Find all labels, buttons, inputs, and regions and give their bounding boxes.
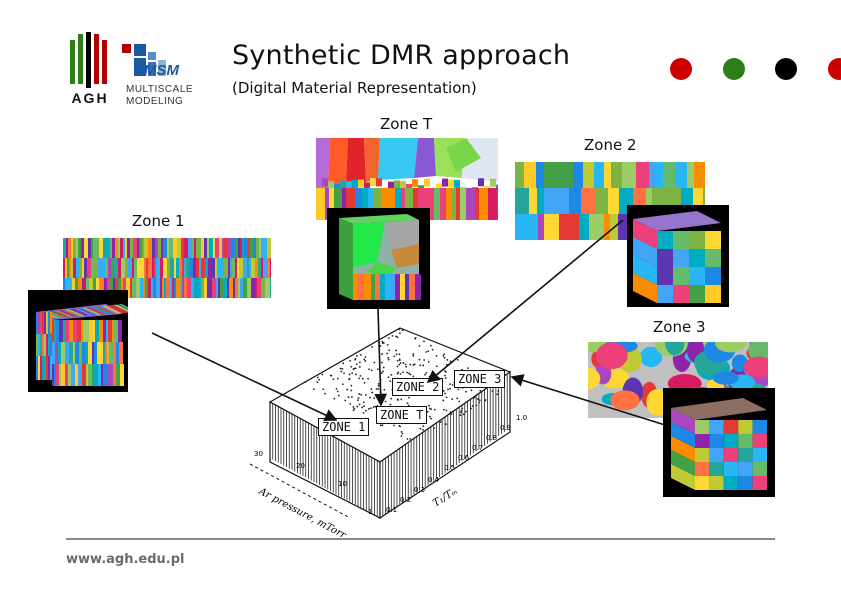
agh-logo: AGH [66, 32, 114, 108]
diagram-label-zone-t: ZONE T [376, 406, 428, 424]
arrow-zone-3 [510, 374, 666, 426]
pressure-tick-20: 20 [296, 462, 305, 470]
agh-logo-mark [70, 32, 107, 88]
red-dot-partial [828, 58, 841, 80]
temp-tick-0.4: 0.4 [428, 476, 440, 484]
page-title: Synthetic DMR approach [232, 40, 571, 71]
temp-tick-0.8: 0.8 [486, 434, 498, 442]
msm-logo-mark [122, 44, 166, 76]
diagram-label-zone-1: ZONE 1 [318, 418, 370, 436]
zone-3-label: Zone 3 [653, 318, 706, 336]
diagram-label-zone-3: ZONE 3 [454, 370, 506, 388]
msm-logo-line2: MODELING [126, 96, 184, 107]
page-subtitle: (Digital Material Representation) [232, 79, 477, 97]
zone-2-3d-image [627, 205, 729, 307]
temp-tick-0.9: 0.9 [500, 424, 512, 432]
temp-tick-0.6: 0.6 [458, 454, 470, 462]
zone-1-2d-image [63, 238, 271, 298]
arrow-zone-t [374, 308, 388, 407]
zone-3-3d-image [663, 388, 775, 497]
agh-logo-text: AGH [71, 90, 109, 106]
temp-tick-1.0: 1.0 [516, 414, 528, 422]
footer-divider [66, 538, 775, 540]
arrow-zone-2 [426, 219, 624, 384]
zone-1-label: Zone 1 [132, 212, 185, 230]
pressure-tick-1: 1 [368, 508, 373, 516]
msm-logo-line1: MULTISCALE [126, 84, 194, 95]
temp-tick-0.1: 0.1 [386, 506, 398, 514]
temp-tick-0.5: 0.5 [444, 464, 456, 472]
temp-tick-0.7: 0.7 [472, 444, 484, 452]
zone-1-3d-image [28, 290, 128, 392]
temp-tick-0.2: 0.2 [400, 496, 412, 504]
msm-logo: MSM MULTISCALE MODELING [122, 42, 197, 108]
zone-t-2d-image [316, 138, 498, 220]
footer-url[interactable]: www.agh.edu.pl [66, 552, 185, 567]
black-dot [775, 58, 797, 80]
zone-t-3d-image [327, 208, 430, 309]
zone-2-label: Zone 2 [584, 136, 637, 154]
temp-tick-0.3: 0.3 [414, 486, 426, 494]
zone-t-label: Zone T [380, 115, 433, 133]
pressure-tick-10: 10 [338, 480, 347, 488]
msm-logo-mark-text: MSM [144, 62, 179, 79]
green-dot [723, 58, 745, 80]
pressure-tick-30: 30 [254, 450, 263, 458]
structure-zone-diagram: ZONE 1 ZONE T ZONE 2 ZONE 3 Ar pressure,… [240, 322, 540, 542]
arrow-zone-1 [151, 332, 338, 421]
red-dot [670, 58, 692, 80]
